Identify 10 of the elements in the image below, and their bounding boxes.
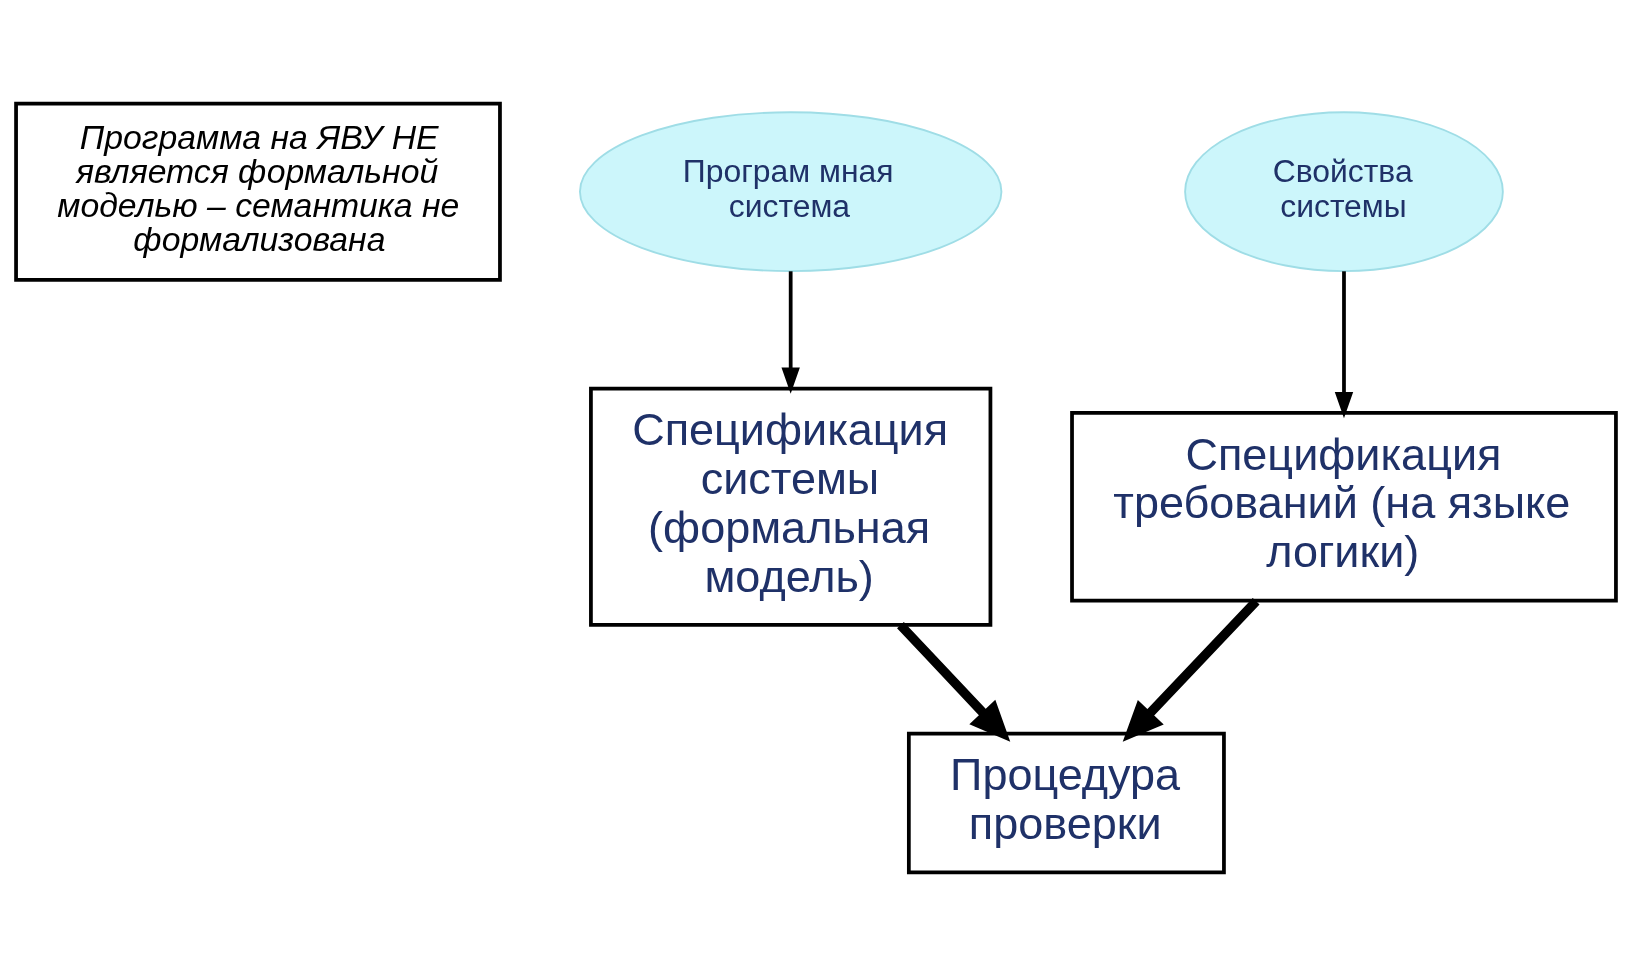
node-box: Процедура проверки: [906, 731, 1226, 875]
arrow: [1334, 271, 1354, 419]
node-ellipse: Свойства системы: [1184, 111, 1504, 273]
node-ellipse: Програм мная система: [579, 111, 1003, 273]
node-box: Спецификация системы (формальная модель): [589, 386, 993, 627]
arrow: [897, 621, 1011, 742]
arrow: [781, 271, 800, 394]
node-box: Спецификация требований (на языке логики): [1070, 411, 1618, 603]
node-box: Программа на ЯВУ НЕ является формальной моделью – семантика не формализована: [14, 101, 502, 282]
arrow: [1122, 598, 1260, 742]
